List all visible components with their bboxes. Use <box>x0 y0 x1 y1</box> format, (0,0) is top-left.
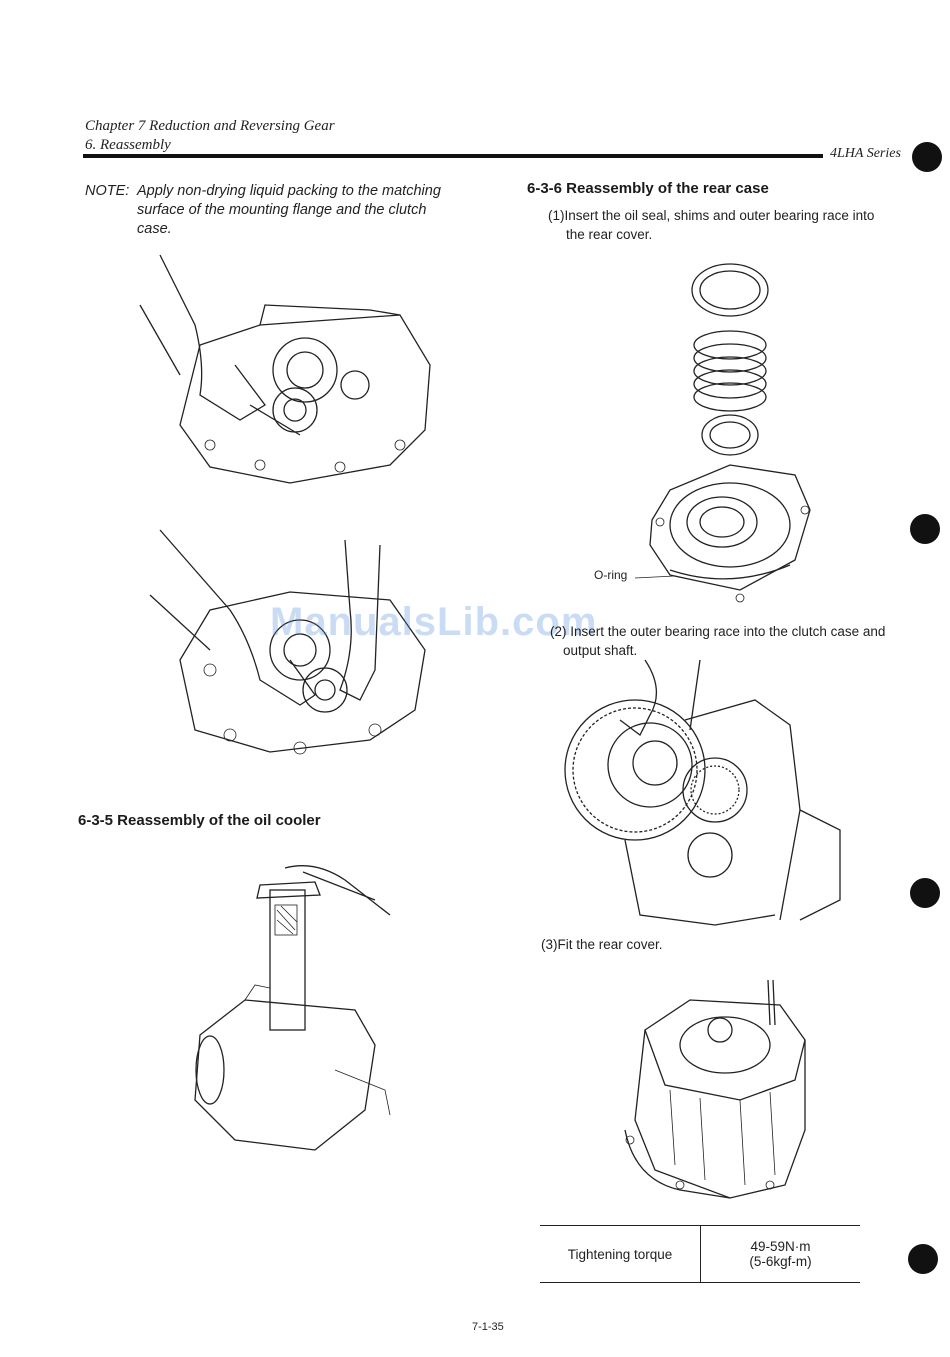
torque-value-nm: 49-59N·m <box>750 1239 811 1254</box>
note-line: surface of the mounting flange and the c… <box>137 202 427 218</box>
torque-value-kgf: (5-6kgf-m) <box>749 1254 812 1269</box>
margin-dot <box>912 142 942 172</box>
header-rule <box>83 154 823 158</box>
tightening-torque-table: Tightening torque 49-59N·m (5-6kgf-m) <box>540 1225 860 1283</box>
oring-label: O-ring <box>594 568 628 582</box>
page-number: 7-1-35 <box>472 1321 504 1333</box>
step-2-text: (2) Insert the outer bearing race into t… <box>550 624 886 639</box>
step-3-text: (3)Fit the rear cover. <box>541 937 663 952</box>
fitted-rear-cover-illustration <box>624 979 806 1199</box>
flange-packing-illustration <box>139 254 431 484</box>
torque-label: Tightening torque <box>540 1225 701 1283</box>
step-2-text: output shaft. <box>563 643 638 658</box>
table-row: Tightening torque 49-59N·m (5-6kgf-m) <box>540 1225 860 1283</box>
clutch-case-illustration <box>149 529 426 755</box>
note-line: Apply non-drying liquid packing to the m… <box>137 183 441 199</box>
note-label: NOTE: <box>85 183 130 199</box>
margin-dot <box>910 514 940 544</box>
watermark: ManualsLib.com <box>270 600 598 644</box>
note-line: case. <box>137 221 172 237</box>
chapter-title: Chapter 7 Reduction and Reversing Gear <box>85 118 335 134</box>
rear-cover-exploded-illustration <box>634 263 811 603</box>
oil-cooler-heading: 6-3-5 Reassembly of the oil cooler <box>78 812 321 829</box>
outer-bearing-race-illustration <box>564 659 841 926</box>
step-1-text: (1)Insert the oil seal, shims and outer … <box>548 208 875 223</box>
torque-value: 49-59N·m (5-6kgf-m) <box>700 1225 860 1283</box>
oil-cooler-illustration <box>194 865 391 1151</box>
step-1-text: the rear cover. <box>566 227 653 242</box>
margin-dot <box>908 1244 938 1274</box>
series-label: 4LHA Series <box>830 146 901 161</box>
section-title: 6. Reassembly <box>85 137 171 153</box>
rear-case-heading: 6-3-6 Reassembly of the rear case <box>527 180 769 197</box>
margin-dot <box>910 878 940 908</box>
